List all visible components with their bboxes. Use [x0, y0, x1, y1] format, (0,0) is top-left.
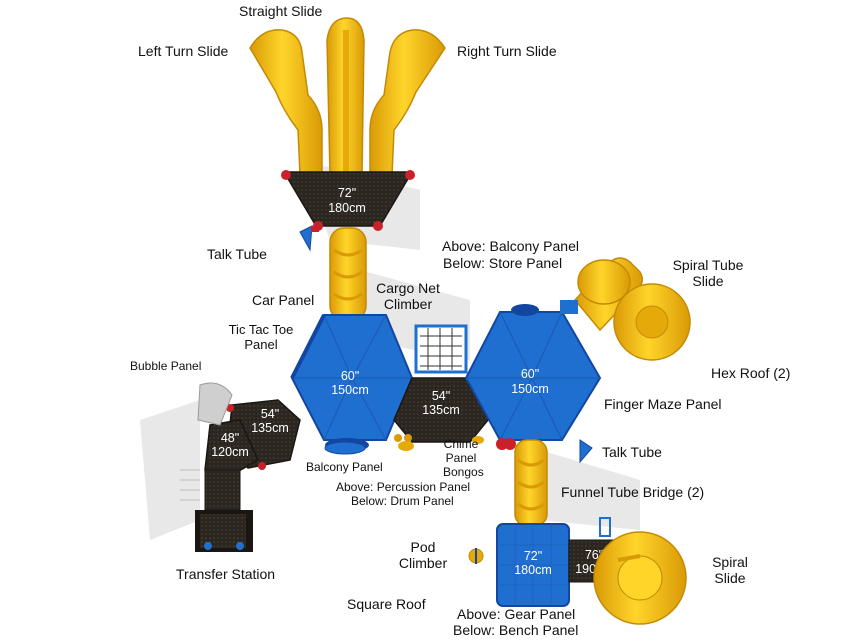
talk-tube-top-icon [299, 225, 319, 252]
label-balcony-panel: Balcony Panel [306, 460, 383, 474]
label-talk-tube-right: Talk Tube [602, 444, 662, 460]
spiral-slide [593, 531, 687, 625]
top-deck-dim-cm: 180cm [328, 201, 366, 215]
bubble-panel [197, 382, 233, 426]
label-right-turn-slide: Right Turn Slide [457, 43, 557, 59]
label-above-gear: Above: Gear Panel [457, 606, 576, 622]
left-hex-dim-cm: 150cm [331, 383, 369, 397]
label-above-percussion: Above: Percussion Panel [336, 480, 471, 494]
label-below-bench: Below: Bench Panel [453, 622, 579, 638]
label-spiral-slide-1: Spiral [712, 554, 748, 570]
cargo-net-climber [414, 324, 468, 374]
label-pod-climber-2: Climber [398, 555, 448, 571]
label-chime-panel-1: Chime [443, 437, 479, 451]
left-deck-dim-in: 54" [261, 407, 279, 421]
top-deck: 72" 180cm [281, 170, 415, 231]
right-turn-slide [369, 29, 446, 176]
left-deck-dim-cm: 135cm [251, 421, 289, 435]
label-spiral-slide-2: Slide [714, 570, 746, 586]
label-funnel-tube-bridge: Funnel Tube Bridge (2) [561, 484, 705, 500]
label-transfer-station: Transfer Station [176, 566, 276, 582]
stair-deck-dim-cm: 120cm [211, 445, 249, 459]
label-hex-roof: Hex Roof (2) [711, 365, 791, 381]
center-deck-dim-cm: 135cm [422, 403, 460, 417]
talk-tube-right-icon [579, 439, 593, 464]
center-deck: 54" 135cm [393, 377, 489, 443]
left-hex-dim-in: 60" [341, 369, 359, 383]
label-bongos: Bongos [443, 465, 484, 479]
label-below-store: Below: Store Panel [443, 255, 563, 271]
label-below-drum: Below: Drum Panel [351, 494, 454, 508]
straight-slide [326, 17, 365, 176]
square-roof: 72" 180cm [496, 523, 570, 607]
label-talk-tube-top: Talk Tube [207, 246, 267, 262]
left-turn-slide [249, 29, 323, 176]
label-straight-slide: Straight Slide [239, 3, 323, 19]
label-tic-tac-toe-2: Panel [244, 337, 278, 352]
center-deck-dim-in: 54" [432, 389, 450, 403]
label-car-panel: Car Panel [252, 292, 315, 308]
bongos-icon [398, 436, 484, 451]
label-chime-panel-2: Panel [445, 451, 477, 465]
stair-deck: 48" 120cm [204, 419, 259, 476]
tic-tac-toe-panel [290, 314, 326, 379]
label-cargo-net-1: Cargo Net [376, 280, 440, 296]
label-bubble-panel: Bubble Panel [130, 359, 202, 373]
label-above-balcony: Above: Balcony Panel [442, 238, 579, 254]
label-cargo-net-2: Climber [383, 296, 433, 312]
stair-deck-dim-in: 48" [221, 431, 239, 445]
pod-climber-icon [468, 548, 484, 564]
right-hex-roof: 60" 150cm [464, 304, 602, 441]
right-hex-dim-in: 60" [521, 367, 539, 381]
funnel-tube-bridge [496, 438, 548, 527]
right-hex-dim-cm: 150cm [511, 382, 549, 396]
label-pod-climber-1: Pod [410, 539, 436, 555]
label-spiral-tube-slide-2: Slide [692, 273, 724, 289]
balcony-panel [324, 441, 366, 455]
tube-bridge-top [329, 227, 367, 321]
label-finger-maze: Finger Maze Panel [604, 396, 722, 412]
label-tic-tac-toe-1: Tic Tac Toe [228, 322, 294, 337]
square-deck-dim-cm: 180cm [514, 563, 552, 577]
label-square-roof: Square Roof [347, 596, 426, 612]
spiral-tube-slide [560, 257, 691, 361]
label-left-turn-slide: Left Turn Slide [138, 43, 229, 59]
left-hex-roof: 60" 150cm [290, 314, 414, 452]
square-deck-dim-in: 72" [524, 549, 542, 563]
top-deck-dim-in: 72" [338, 186, 356, 200]
label-spiral-tube-slide-1: Spiral Tube [672, 257, 744, 273]
transfer-station [180, 469, 253, 552]
